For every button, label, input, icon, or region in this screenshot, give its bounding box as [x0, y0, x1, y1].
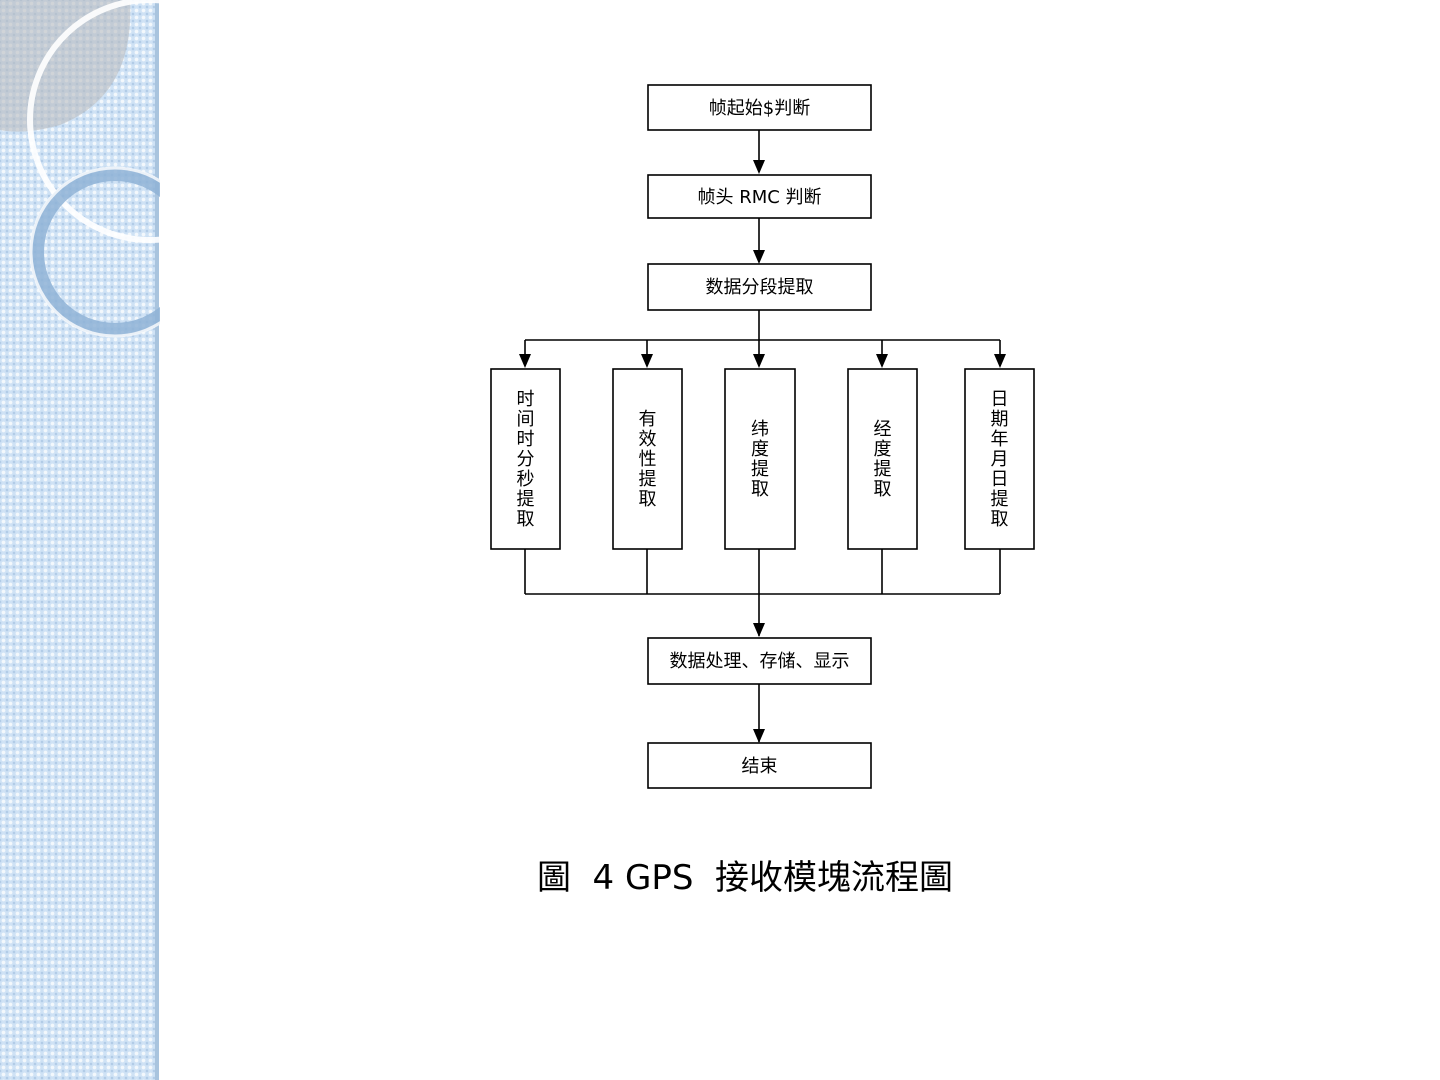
node-label: 数据分段提取 — [706, 277, 814, 298]
figure-caption: 圖 4 GPS 接收模塊流程圖 — [536, 858, 954, 898]
node-label: 帧起始$判断 — [709, 98, 810, 119]
node-latitude-extract: 纬度提取 — [724, 368, 796, 550]
small-ring — [30, 167, 160, 337]
node-label: 纬度提取 — [751, 419, 769, 500]
arrowhead — [753, 623, 765, 637]
node-time-extract: 时间时分秒提取 — [490, 368, 561, 550]
node-frame-header: 帧头 RMC 判断 — [647, 174, 872, 219]
arrowhead — [519, 354, 531, 368]
node-label: 经度提取 — [874, 419, 892, 500]
arrowhead — [753, 250, 765, 264]
node-label: 数据处理、存储、显示 — [670, 651, 850, 672]
side-panel-edge — [155, 0, 159, 1080]
large-ring — [27, 0, 160, 243]
decorative-rings — [0, 0, 160, 338]
arrowhead — [994, 354, 1006, 368]
arrowhead — [641, 354, 653, 368]
node-label: 日期年月日提取 — [991, 389, 1009, 530]
node-segment-extract: 数据分段提取 — [647, 263, 872, 311]
node-date-extract: 日期年月日提取 — [964, 368, 1035, 550]
node-label: 帧头 RMC 判断 — [697, 187, 821, 208]
node-label: 时间时分秒提取 — [517, 389, 535, 530]
node-label: 结束 — [742, 756, 778, 777]
node-validity-extract: 有效性提取 — [612, 368, 683, 550]
arrowhead — [753, 354, 765, 368]
small-ring-highlight — [29, 166, 160, 338]
arrowhead — [753, 160, 765, 174]
node-frame-start: 帧起始$判断 — [647, 84, 872, 131]
arrowhead — [753, 729, 765, 743]
node-end: 结束 — [647, 742, 872, 789]
arrowhead — [876, 354, 888, 368]
node-process-store-display: 数据处理、存储、显示 — [647, 637, 872, 685]
node-label: 有效性提取 — [639, 409, 657, 510]
node-longitude-extract: 经度提取 — [847, 368, 918, 550]
